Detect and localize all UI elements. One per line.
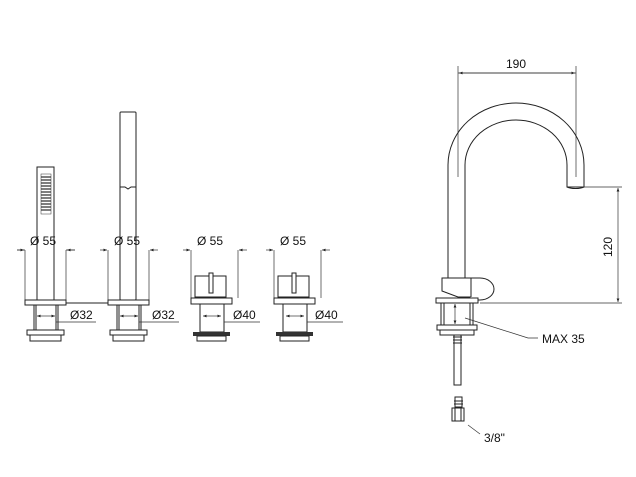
spout-height-label: 120: [601, 237, 615, 257]
spout-connection-label: 3/8": [484, 431, 505, 445]
shower-holder-unit: Ø 55 Ø32: [100, 111, 179, 342]
hand-shower-unit: Ø 55 Ø32: [17, 166, 96, 342]
spout-unit: 190 120 MAX 35 3/8": [435, 57, 622, 445]
unit3-shank-diameter: Ø40: [233, 308, 256, 322]
unit2-outer-diameter: Ø 55: [114, 234, 140, 248]
spout-reach-label: 190: [506, 57, 526, 71]
unit1-outer-diameter: Ø 55: [30, 234, 56, 248]
unit4-outer-diameter: Ø 55: [280, 234, 306, 248]
unit1-shank-diameter: Ø32: [70, 308, 93, 322]
valve-unit-1: Ø 55 Ø40: [183, 234, 260, 342]
unit3-outer-diameter: Ø 55: [197, 234, 223, 248]
valve-unit-2: Ø 55 Ø40: [266, 234, 343, 342]
unit4-shank-diameter: Ø40: [315, 308, 338, 322]
unit2-shank-diameter: Ø32: [152, 308, 175, 322]
spout-max-thickness-label: MAX 35: [542, 332, 585, 346]
spray-holes: [40, 173, 52, 215]
